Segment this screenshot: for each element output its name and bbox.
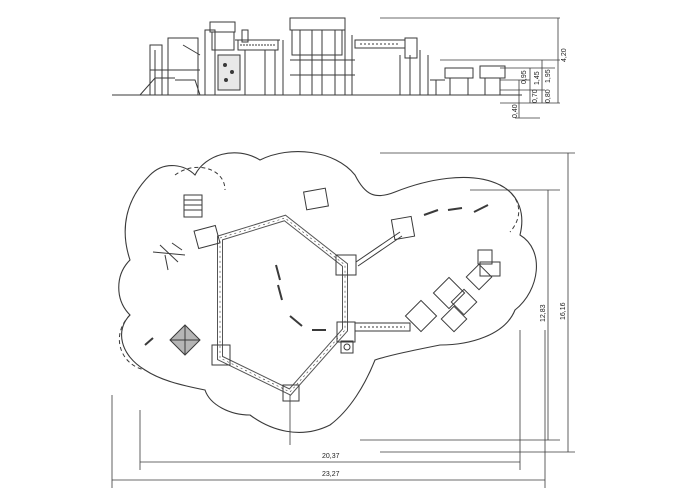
diamond-element	[169, 324, 201, 356]
elevation-dimensions	[380, 17, 560, 119]
tall-tower	[282, 17, 355, 95]
square-platform	[390, 215, 416, 241]
zigzag-platforms	[404, 249, 501, 333]
right-structures	[430, 65, 506, 95]
dim-inner-width: 20,37	[322, 453, 340, 460]
dim-ground-height: 0,80	[545, 89, 552, 103]
central-tower	[209, 21, 280, 95]
left-tower	[139, 29, 216, 96]
bridge	[354, 37, 429, 95]
dim-inner-depth: 12,83	[540, 304, 547, 322]
elevation-view: 4,20 1,95 1,45 0,95 0,70 0,80 0,40	[112, 17, 568, 119]
plan-dimensions	[111, 152, 575, 488]
climbing-net	[152, 242, 186, 271]
dim-outer-width: 23,27	[322, 471, 340, 478]
dashed-zone-3	[118, 314, 146, 371]
dashed-zone-2	[499, 184, 520, 233]
dim-outer-depth: 16,16	[560, 302, 567, 320]
dim-low-height: 0,70	[532, 89, 539, 103]
platforms	[183, 187, 357, 402]
dim-platform-height: 1,95	[545, 69, 552, 83]
dim-small-height: 0,95	[521, 70, 528, 84]
dim-total-height: 4,20	[561, 48, 568, 62]
dashed-zone-1	[174, 166, 226, 191]
dim-below-ground: 0,40	[512, 104, 519, 118]
hexagon-walkway	[217, 214, 348, 396]
dim-mid-height: 1,45	[534, 71, 541, 85]
plan-view: 20,37 23,27 12,83 16,16	[111, 151, 575, 488]
safety-zone-outline	[118, 151, 537, 433]
loose-elements	[144, 204, 489, 346]
